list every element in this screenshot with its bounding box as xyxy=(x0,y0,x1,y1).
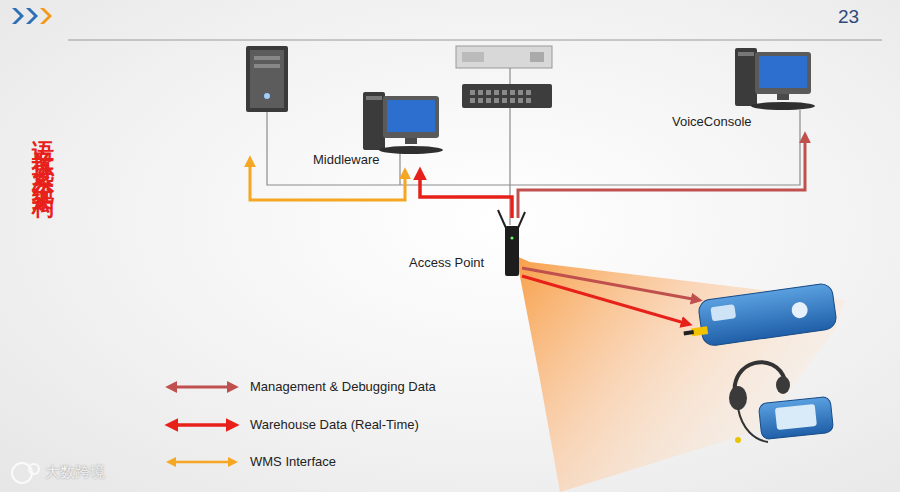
device-icon xyxy=(405,218,533,282)
watermark-logo xyxy=(12,463,39,483)
node-label: VoiceConsole xyxy=(672,114,752,129)
header-chevrons xyxy=(12,8,52,24)
watermark: 大数跨境 xyxy=(45,463,105,482)
legend-text: WMS Interface xyxy=(250,454,336,469)
node-label: Middleware xyxy=(313,152,379,167)
console-computer: VoiceConsole xyxy=(665,44,815,136)
legend-text: Management & Debugging Data xyxy=(250,379,436,394)
voice-terminal xyxy=(680,282,838,349)
legend-text: Warehouse Data (Real-Time) xyxy=(250,417,419,432)
lan-wire xyxy=(267,108,800,225)
headset-terminal xyxy=(729,362,834,443)
warehouse-arrow xyxy=(522,276,688,324)
page-number: 23 xyxy=(838,6,859,28)
vertical-title: 语音拣选系统架构 xyxy=(28,122,58,186)
header-rule xyxy=(68,40,882,41)
node-label: Access Point xyxy=(409,255,484,270)
server-tower xyxy=(246,46,288,112)
access-point: Access Point xyxy=(405,218,533,282)
legend-sample xyxy=(170,461,234,464)
middleware-computer: Middleware xyxy=(305,88,450,172)
radio-beam xyxy=(516,256,845,492)
legend-sample xyxy=(170,386,234,389)
data-link xyxy=(518,136,805,218)
legend-sample xyxy=(170,423,234,427)
network-switches xyxy=(456,46,552,108)
